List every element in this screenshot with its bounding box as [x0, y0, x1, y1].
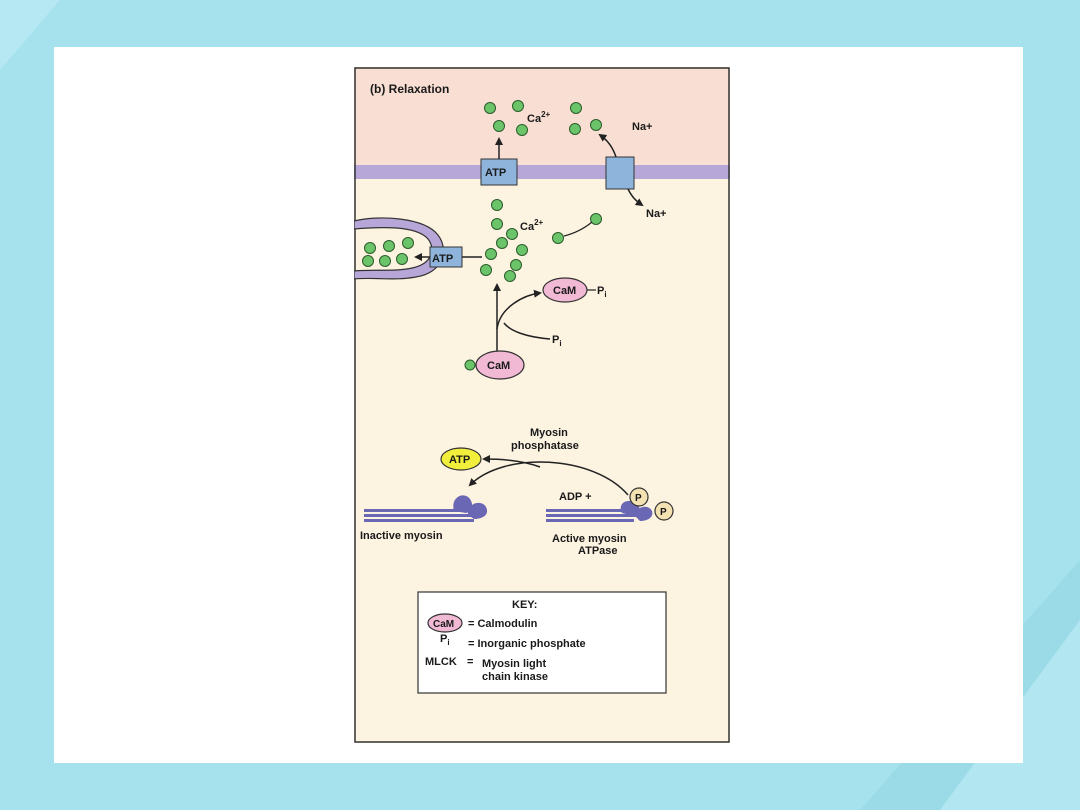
key-mlck-symbol: MLCK — [425, 656, 457, 668]
atp-release-arrow — [482, 455, 541, 468]
key-phosphate-symbol: Pi — [440, 633, 450, 647]
atp-bubble — [440, 447, 482, 471]
key-title: KEY: — [512, 599, 537, 611]
phosphate-group-2-label: P — [660, 507, 667, 518]
slide-canvas: (b) Relaxation Ca2+ Na+ ATP Na+ Ca2+ — [54, 47, 1023, 763]
inactive-myosin-label: Inactive myosin — [360, 530, 443, 542]
membrane-ca-atpase-pump — [480, 158, 518, 186]
active-myosin-label-line1: Active myosin — [552, 533, 627, 545]
intracellular-calcium-ions — [480, 199, 602, 282]
panel-title: (b) Relaxation — [370, 82, 449, 96]
calmodulin-lower-label: CaM — [487, 360, 510, 372]
key-mlck-definition-line1: Myosin light — [482, 658, 547, 670]
phosphate-release-curve — [503, 322, 551, 340]
phosphate-group-2 — [654, 501, 674, 521]
key-calmodulin-symbol-label: CaM — [433, 619, 454, 630]
key-box — [417, 591, 667, 694]
reticulum-calcium-ions — [362, 237, 414, 267]
reticulum-atp-label: ATP — [432, 253, 453, 265]
active-myosin-label-line2: ATPase — [578, 545, 618, 557]
key-calmodulin-symbol — [427, 613, 463, 633]
relaxation-diagram: (b) Relaxation Ca2+ Na+ ATP Na+ Ca2+ — [354, 67, 730, 743]
calcium-label-inside: Ca2+ — [520, 218, 544, 233]
phosphate-upper-label: Pi — [597, 285, 607, 299]
membrane-atp-label: ATP — [485, 167, 506, 179]
calmodulin-upper-label: CaM — [553, 285, 576, 297]
sodium-label-inside: Na+ — [646, 208, 667, 220]
atp-bubble-label: ATP — [449, 454, 470, 466]
calmodulin-lower-calcium — [464, 359, 476, 371]
key-phosphate-definition: = Inorganic phosphate — [468, 638, 586, 650]
phosphate-group-1-label: P — [635, 493, 642, 504]
phosphate-middle-label: Pi — [552, 334, 562, 348]
calcium-to-exchanger-connector — [563, 221, 593, 237]
key-mlck-definition-line2: chain kinase — [482, 671, 548, 683]
adp-plus-label: ADP + — [559, 491, 592, 503]
sarcoplasmic-reticulum — [354, 217, 445, 280]
phosphate-group-1 — [629, 487, 649, 507]
sodium-label-outside: Na+ — [632, 121, 653, 133]
myosin-phosphatase-label-line2: phosphatase — [511, 440, 579, 452]
panel-border — [354, 67, 730, 743]
sodium-calcium-exchanger — [605, 156, 635, 190]
calcium-label-outside: Ca2+ — [527, 110, 551, 125]
myosin-phosphatase-label-line1: Myosin — [530, 427, 568, 439]
calmodulin-phosphate-arc — [496, 289, 542, 330]
exchanger-calcium-out-arrow — [598, 133, 617, 158]
inactive-myosin — [364, 495, 488, 522]
key-calmodulin-definition: = Calmodulin — [468, 618, 538, 630]
extracellular-fluid — [354, 67, 730, 167]
key-mlck-equals: = — [467, 656, 473, 668]
calmodulin-lower — [475, 350, 525, 380]
extracellular-calcium-ions — [484, 100, 602, 136]
phosphatase-reaction-arc — [468, 461, 629, 496]
exchanger-sodium-in-arrow — [627, 188, 644, 207]
cell-membrane — [354, 165, 730, 179]
